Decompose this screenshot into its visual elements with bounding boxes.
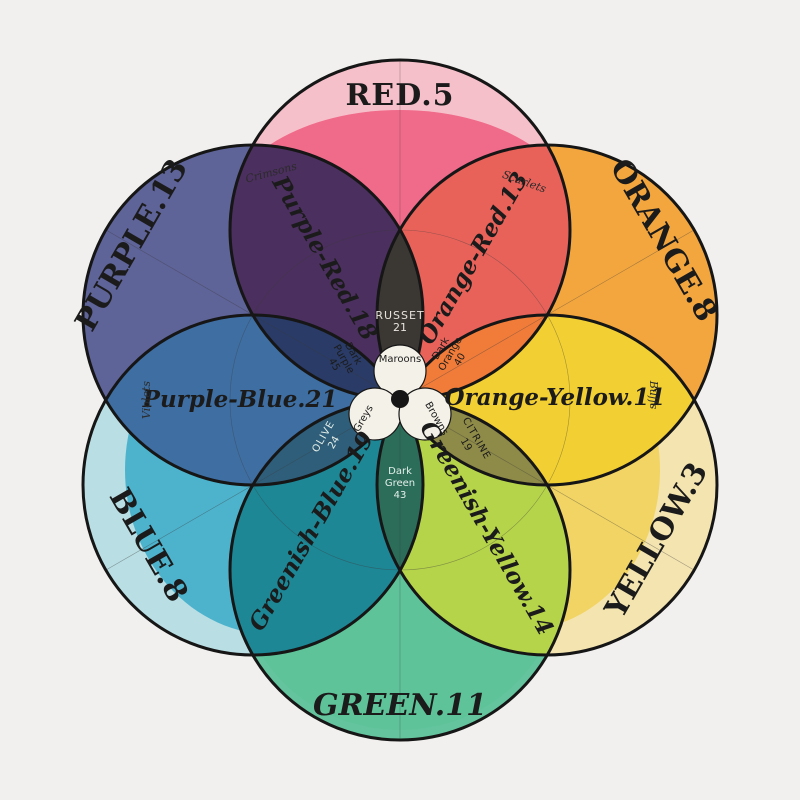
orange-yellow-label: Orange-Yellow.11 xyxy=(445,384,666,411)
red-label: RED.5 xyxy=(345,78,454,113)
green-label: GREEN.11 xyxy=(313,688,487,723)
buffs-label: Buffs xyxy=(647,380,660,410)
dark-green-num: 43 xyxy=(394,490,407,501)
maroons-label: Maroons xyxy=(379,354,421,365)
dark-green-line1: Dark xyxy=(388,466,412,477)
center-petals: Maroons Greys Browns xyxy=(348,344,452,441)
orange-yellow-area xyxy=(377,315,717,485)
violets-label: Violets xyxy=(140,381,153,419)
dark-green-line2: Green xyxy=(385,478,415,489)
purple-blue-label: Purple-Blue.21 xyxy=(142,386,338,413)
russet-name: RUSSET xyxy=(375,309,424,322)
browns-petal xyxy=(398,387,452,441)
center-dot xyxy=(391,390,409,408)
purple-blue-area xyxy=(83,315,423,485)
russet-num: 21 xyxy=(393,321,407,334)
